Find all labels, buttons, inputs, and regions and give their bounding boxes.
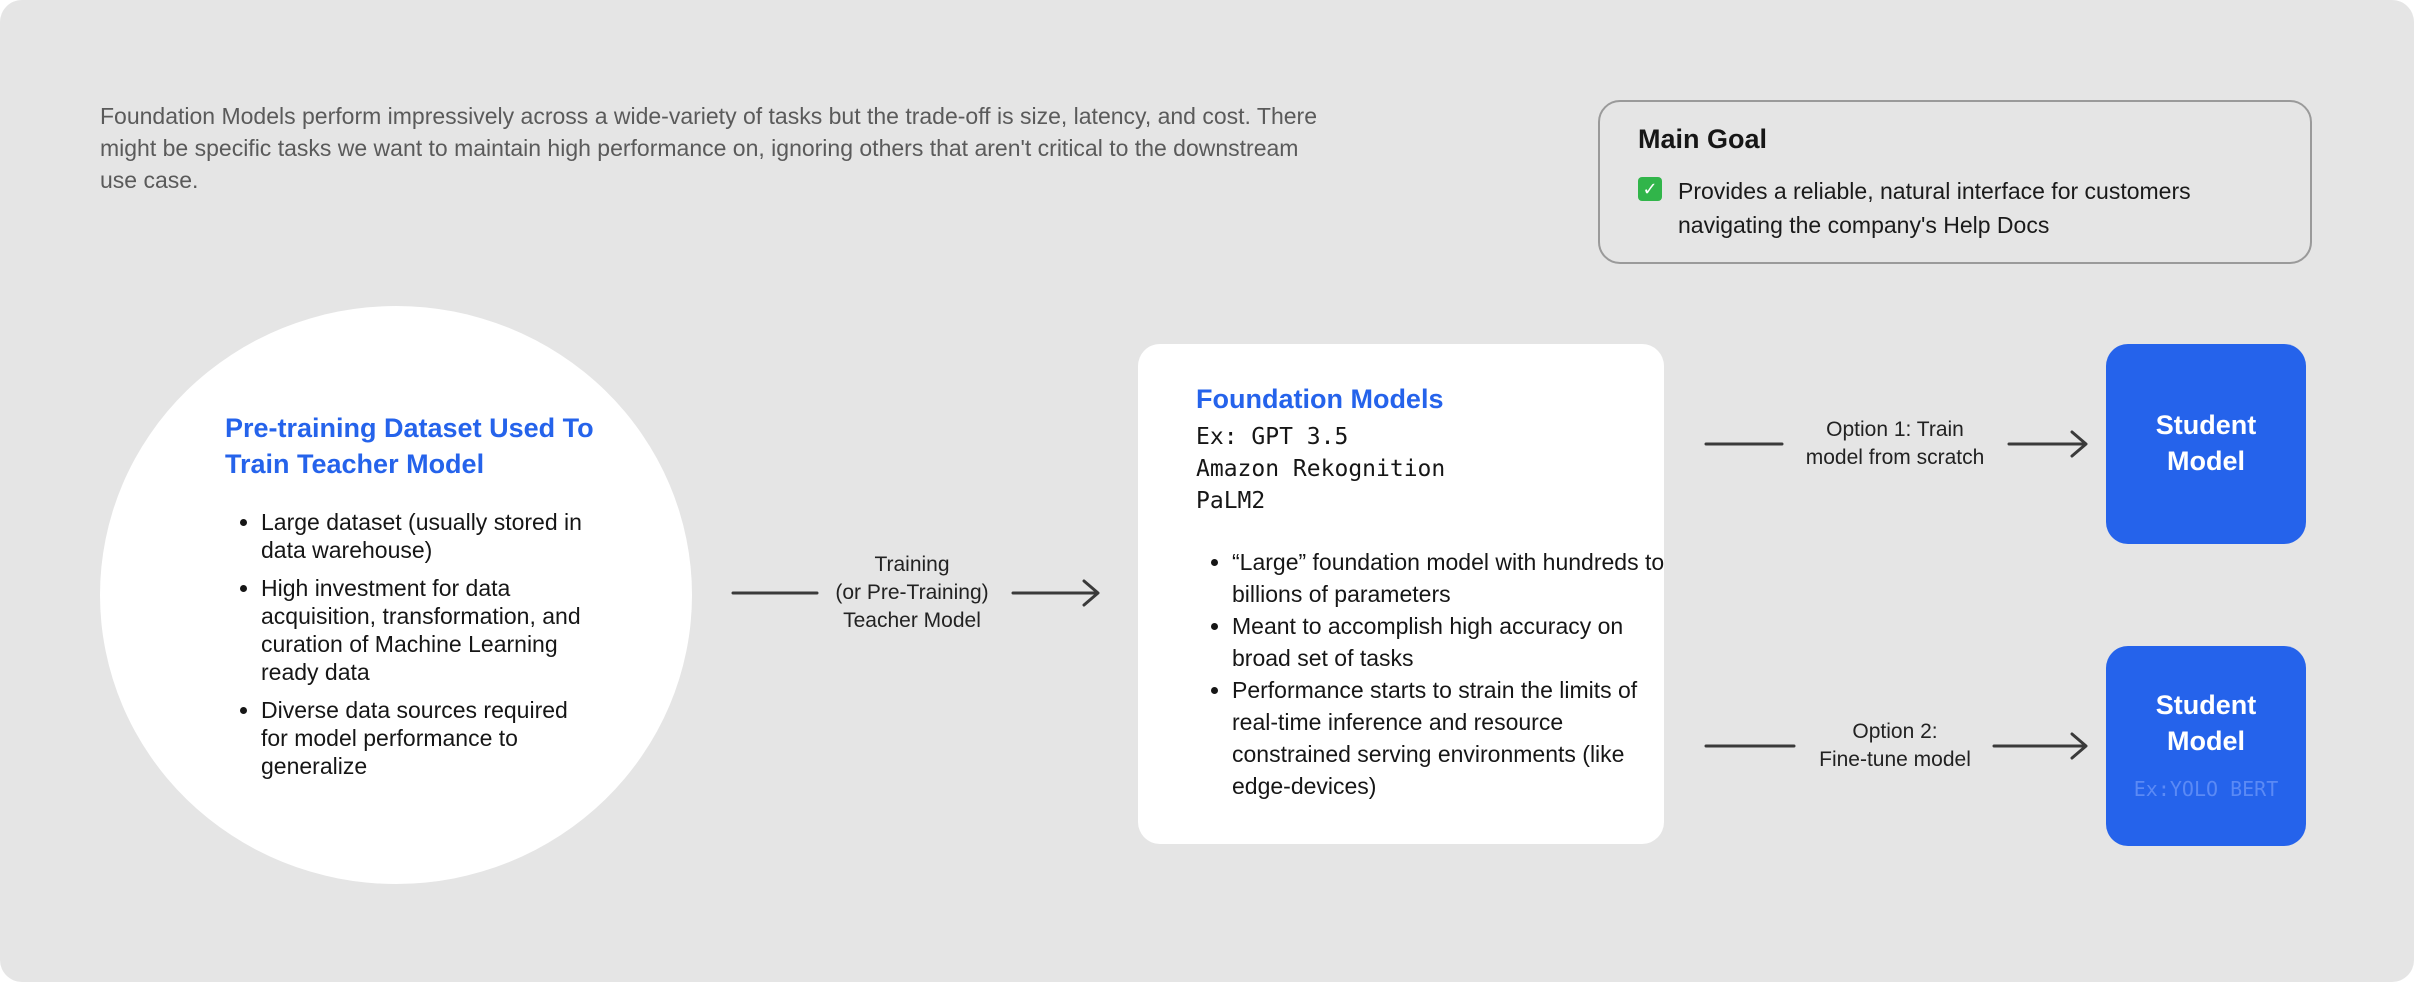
foundation-models-examples: Ex: GPT 3.5 Amazon Rekognition PaLM2 (1196, 421, 1445, 517)
training-connector-label: Training (or Pre-Training) Teacher Model (812, 551, 1012, 635)
option2-label-line: Option 2: (1852, 720, 1938, 743)
dataset-title: Pre-training Dataset Used To Train Teach… (225, 413, 594, 479)
foundation-models-bullet-list: “Large” foundation model with hundreds t… (1196, 546, 1672, 802)
dataset-bullet: Large dataset (usually stored in data wa… (261, 508, 601, 564)
student-model-label: Student Model (2106, 407, 2306, 479)
main-goal-box: Main Goal ✓ Provides a reliable, natural… (1598, 100, 2312, 264)
dataset-bullet: Diverse data sources required for model … (261, 696, 601, 780)
example-model: PaLM2 (1196, 488, 1266, 514)
training-arrow-icon (1011, 579, 1100, 607)
student-model-label-line: Student (2155, 410, 2257, 440)
foundation-models-card: Foundation Models Ex: GPT 3.5 Amazon Rek… (1138, 344, 1664, 844)
student-model-label-line: Model (2167, 446, 2245, 476)
example-model: Ex: GPT 3.5 (1196, 424, 1349, 450)
option1-label-line: Option 1: Train (1826, 418, 1964, 441)
student-model-label-line: Student (2155, 690, 2257, 720)
foundation-models-bullet: Meant to accomplish high accuracy on bro… (1232, 610, 1672, 674)
student-model-label-line: Model (2167, 726, 2245, 756)
student-model-label: Student Model (2106, 687, 2306, 759)
student-model-box-1: Student Model (2106, 344, 2306, 544)
option1-label-line: model from scratch (1805, 446, 1985, 469)
dataset-bullet-list: Large dataset (usually stored in data wa… (225, 508, 601, 790)
student-model-box-2: Student Model Ex:YOLO BERT (2106, 646, 2306, 846)
student-model-example: Ex:YOLO BERT (2133, 777, 2279, 801)
training-label-line: Training (874, 553, 950, 576)
main-goal-text: Provides a reliable, natural interface f… (1678, 178, 2191, 238)
check-mark-icon: ✓ (1638, 177, 1662, 201)
main-goal-title: Main Goal (1638, 124, 1768, 154)
foundation-models-bullet: Performance starts to strain the limits … (1232, 674, 1672, 802)
intro-paragraph: Foundation Models perform impressively a… (100, 103, 1317, 193)
foundation-models-title: Foundation Models (1196, 384, 1444, 414)
training-label-line: (or Pre-Training) (835, 581, 989, 604)
dataset-bullet: High investment for data acquisition, tr… (261, 574, 601, 686)
option2-arrow-icon (1992, 732, 2088, 760)
foundation-models-bullet: “Large” foundation model with hundreds t… (1232, 546, 1672, 610)
example-model: Amazon Rekognition (1196, 456, 1446, 482)
option1-arrow-icon (2007, 430, 2088, 458)
training-label-line: Teacher Model (843, 609, 981, 632)
dataset-circle: Pre-training Dataset Used To Train Teach… (100, 306, 692, 884)
option2-label: Option 2: Fine-tune model (1790, 718, 2000, 774)
option1-label: Option 1: Train model from scratch (1790, 416, 2000, 472)
option2-label-line: Fine-tune model (1819, 748, 1971, 771)
